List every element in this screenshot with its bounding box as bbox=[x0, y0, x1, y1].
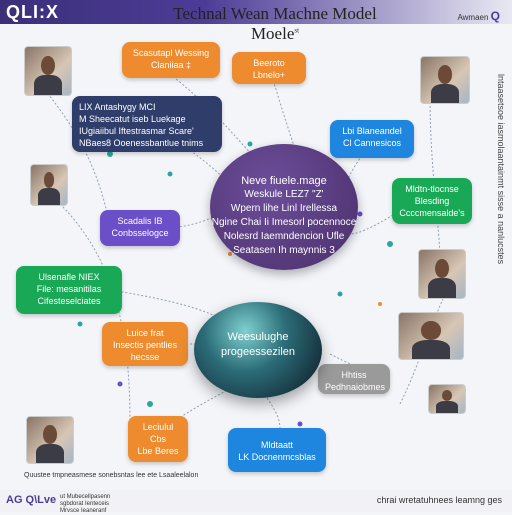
bubble-line: IUgiaiibul Iftestrasmar Scare' bbox=[79, 126, 194, 136]
bubble-line: Cbs bbox=[149, 434, 166, 444]
central-line: Wpern lihe Linl Irellessa bbox=[230, 203, 338, 214]
bubble-line: Lbe Beres bbox=[137, 446, 179, 456]
footer-small-text: ut Mubecellpasenn sgbdorat Ienteceis Mrv… bbox=[60, 494, 111, 514]
central-heading: Neve fiuele.mage bbox=[241, 175, 327, 187]
central-line: Nolesrd Iaemndencion Ufle bbox=[223, 231, 345, 242]
topic-bubble-purple-left[interactable]: Scadalis IB Conbsselogce bbox=[100, 210, 180, 246]
top-bar: QLI:X Technal Wean Machne Model Moelest … bbox=[0, 0, 512, 43]
bottom-caption: Quustee tmpneasmese sonebsntas lee ete L… bbox=[24, 472, 199, 479]
central-topic-node[interactable]: Neve fiuele.mage Weskule LEZ7 "Z' Wpern … bbox=[210, 144, 358, 270]
topic-bubble-gray-right[interactable]: Hhtiss Pedhnaiobmes bbox=[318, 364, 390, 394]
topic-bubble-green-left[interactable]: Ulsenafle NIEX File: mesanitilas Cifeste… bbox=[16, 266, 122, 314]
topic-bubble-orange-bottom[interactable]: Leciulul Cbs Lbe Beres bbox=[128, 416, 188, 462]
bubble-line: Mldtn-tlocnse bbox=[405, 184, 459, 194]
topic-bubble-green-right[interactable]: Mldtn-tlocnse Blesding Ccccmensalde's bbox=[392, 178, 472, 224]
profile-photo-6 bbox=[428, 384, 466, 414]
profile-photo-1 bbox=[24, 46, 72, 96]
central-line: Seatasen Ih maynnis 3 bbox=[233, 245, 335, 256]
topic-bubble-navy[interactable]: LIX Antashygy MCI M Sheecatut iseb Lueka… bbox=[72, 96, 222, 152]
bubble-line: Hhtiss bbox=[341, 370, 367, 380]
bubble-line: Cl Cannesicos bbox=[342, 138, 402, 148]
mindmap-canvas: Scasutapl Wessing Claniiaa ‡ Beeroto Lbn… bbox=[0, 24, 512, 490]
bubble-line: LK Docnenmcsblas bbox=[238, 452, 316, 462]
central-line: Ngine Chai Ii Imesorl pocennoce bbox=[211, 217, 357, 228]
orb-line: progeessezilen bbox=[221, 346, 295, 358]
footer: AG Q\Lve ut Mubecellpasenn sgbdorat Ient… bbox=[0, 490, 512, 514]
app-logo: QLI:X bbox=[6, 2, 59, 22]
profile-photo-5 bbox=[398, 312, 464, 360]
profile-photo-2 bbox=[420, 56, 470, 104]
bubble-line: Ccccmensalde's bbox=[399, 208, 465, 218]
bubble-line: M Sheecatut iseb Luekage bbox=[79, 114, 186, 124]
footer-logo: AG Q\Lve bbox=[6, 494, 57, 506]
topic-bubble-orange-top[interactable]: Scasutapl Wessing Claniiaa ‡ bbox=[122, 42, 220, 78]
bubble-line: File: mesanitilas bbox=[36, 284, 102, 294]
central-line: Weskule LEZ7 "Z' bbox=[244, 189, 324, 200]
page-title: Technal Wean Machne Model Moelest bbox=[173, 4, 377, 43]
topic-bubble-orange-mid[interactable]: Luice frat Insectis pentlies hecsse bbox=[102, 322, 188, 366]
bubble-line: Lbi Blaneandel bbox=[342, 126, 402, 136]
bubble-line: Claniiaa ‡ bbox=[150, 60, 192, 70]
bubble-line: Mldtaatt bbox=[260, 440, 293, 450]
bubble-line: Cifesteselciates bbox=[37, 296, 101, 306]
bubble-line: Blesding bbox=[414, 196, 450, 206]
bubble-line: Luice frat bbox=[126, 328, 164, 338]
topic-bubble-blue-right[interactable]: Lbi Blaneandel Cl Cannesicos bbox=[330, 120, 414, 158]
orb-line: Weesulughe bbox=[227, 331, 289, 343]
bubble-line: NBaes8 Ooenessbantlue tnims bbox=[79, 138, 204, 148]
bubble-line: Lbnelo+ bbox=[252, 70, 286, 80]
bubble-line: Beeroto bbox=[253, 58, 285, 68]
bubble-line: Ulsenafle NIEX bbox=[38, 272, 100, 282]
top-right-label: Awmaen Q bbox=[457, 9, 500, 23]
bubble-line: hecsse bbox=[130, 352, 160, 362]
topic-bubble-orange-top-right[interactable]: Beeroto Lbnelo+ bbox=[232, 52, 306, 84]
side-vertical-text: lntaasetsoe iasmolaantainmt sisse a nanl… bbox=[496, 74, 506, 265]
bubble-line: Insectis pentlies bbox=[112, 340, 178, 350]
profile-photo-7 bbox=[26, 416, 74, 464]
bubble-line: Conbsselogce bbox=[111, 228, 169, 238]
profile-photo-4 bbox=[418, 249, 466, 299]
bubble-line: Pedhnaiobmes bbox=[325, 382, 386, 392]
topic-bubble-blue-bottom[interactable]: Mldtaatt LK Docnenmcsblas bbox=[228, 428, 326, 472]
bubble-line: Scasutapl Wessing bbox=[132, 48, 210, 58]
bubble-line: Leciulul bbox=[142, 422, 174, 432]
processing-orb[interactable]: Weesulughe progeessezilen bbox=[194, 302, 322, 398]
profile-photo-3 bbox=[30, 164, 68, 206]
bubble-line: Scadalis IB bbox=[117, 216, 163, 226]
footer-right-text: chrai wretatuhnees leamng ges bbox=[376, 495, 502, 505]
bubble-line: LIX Antashygy MCI bbox=[79, 102, 156, 112]
